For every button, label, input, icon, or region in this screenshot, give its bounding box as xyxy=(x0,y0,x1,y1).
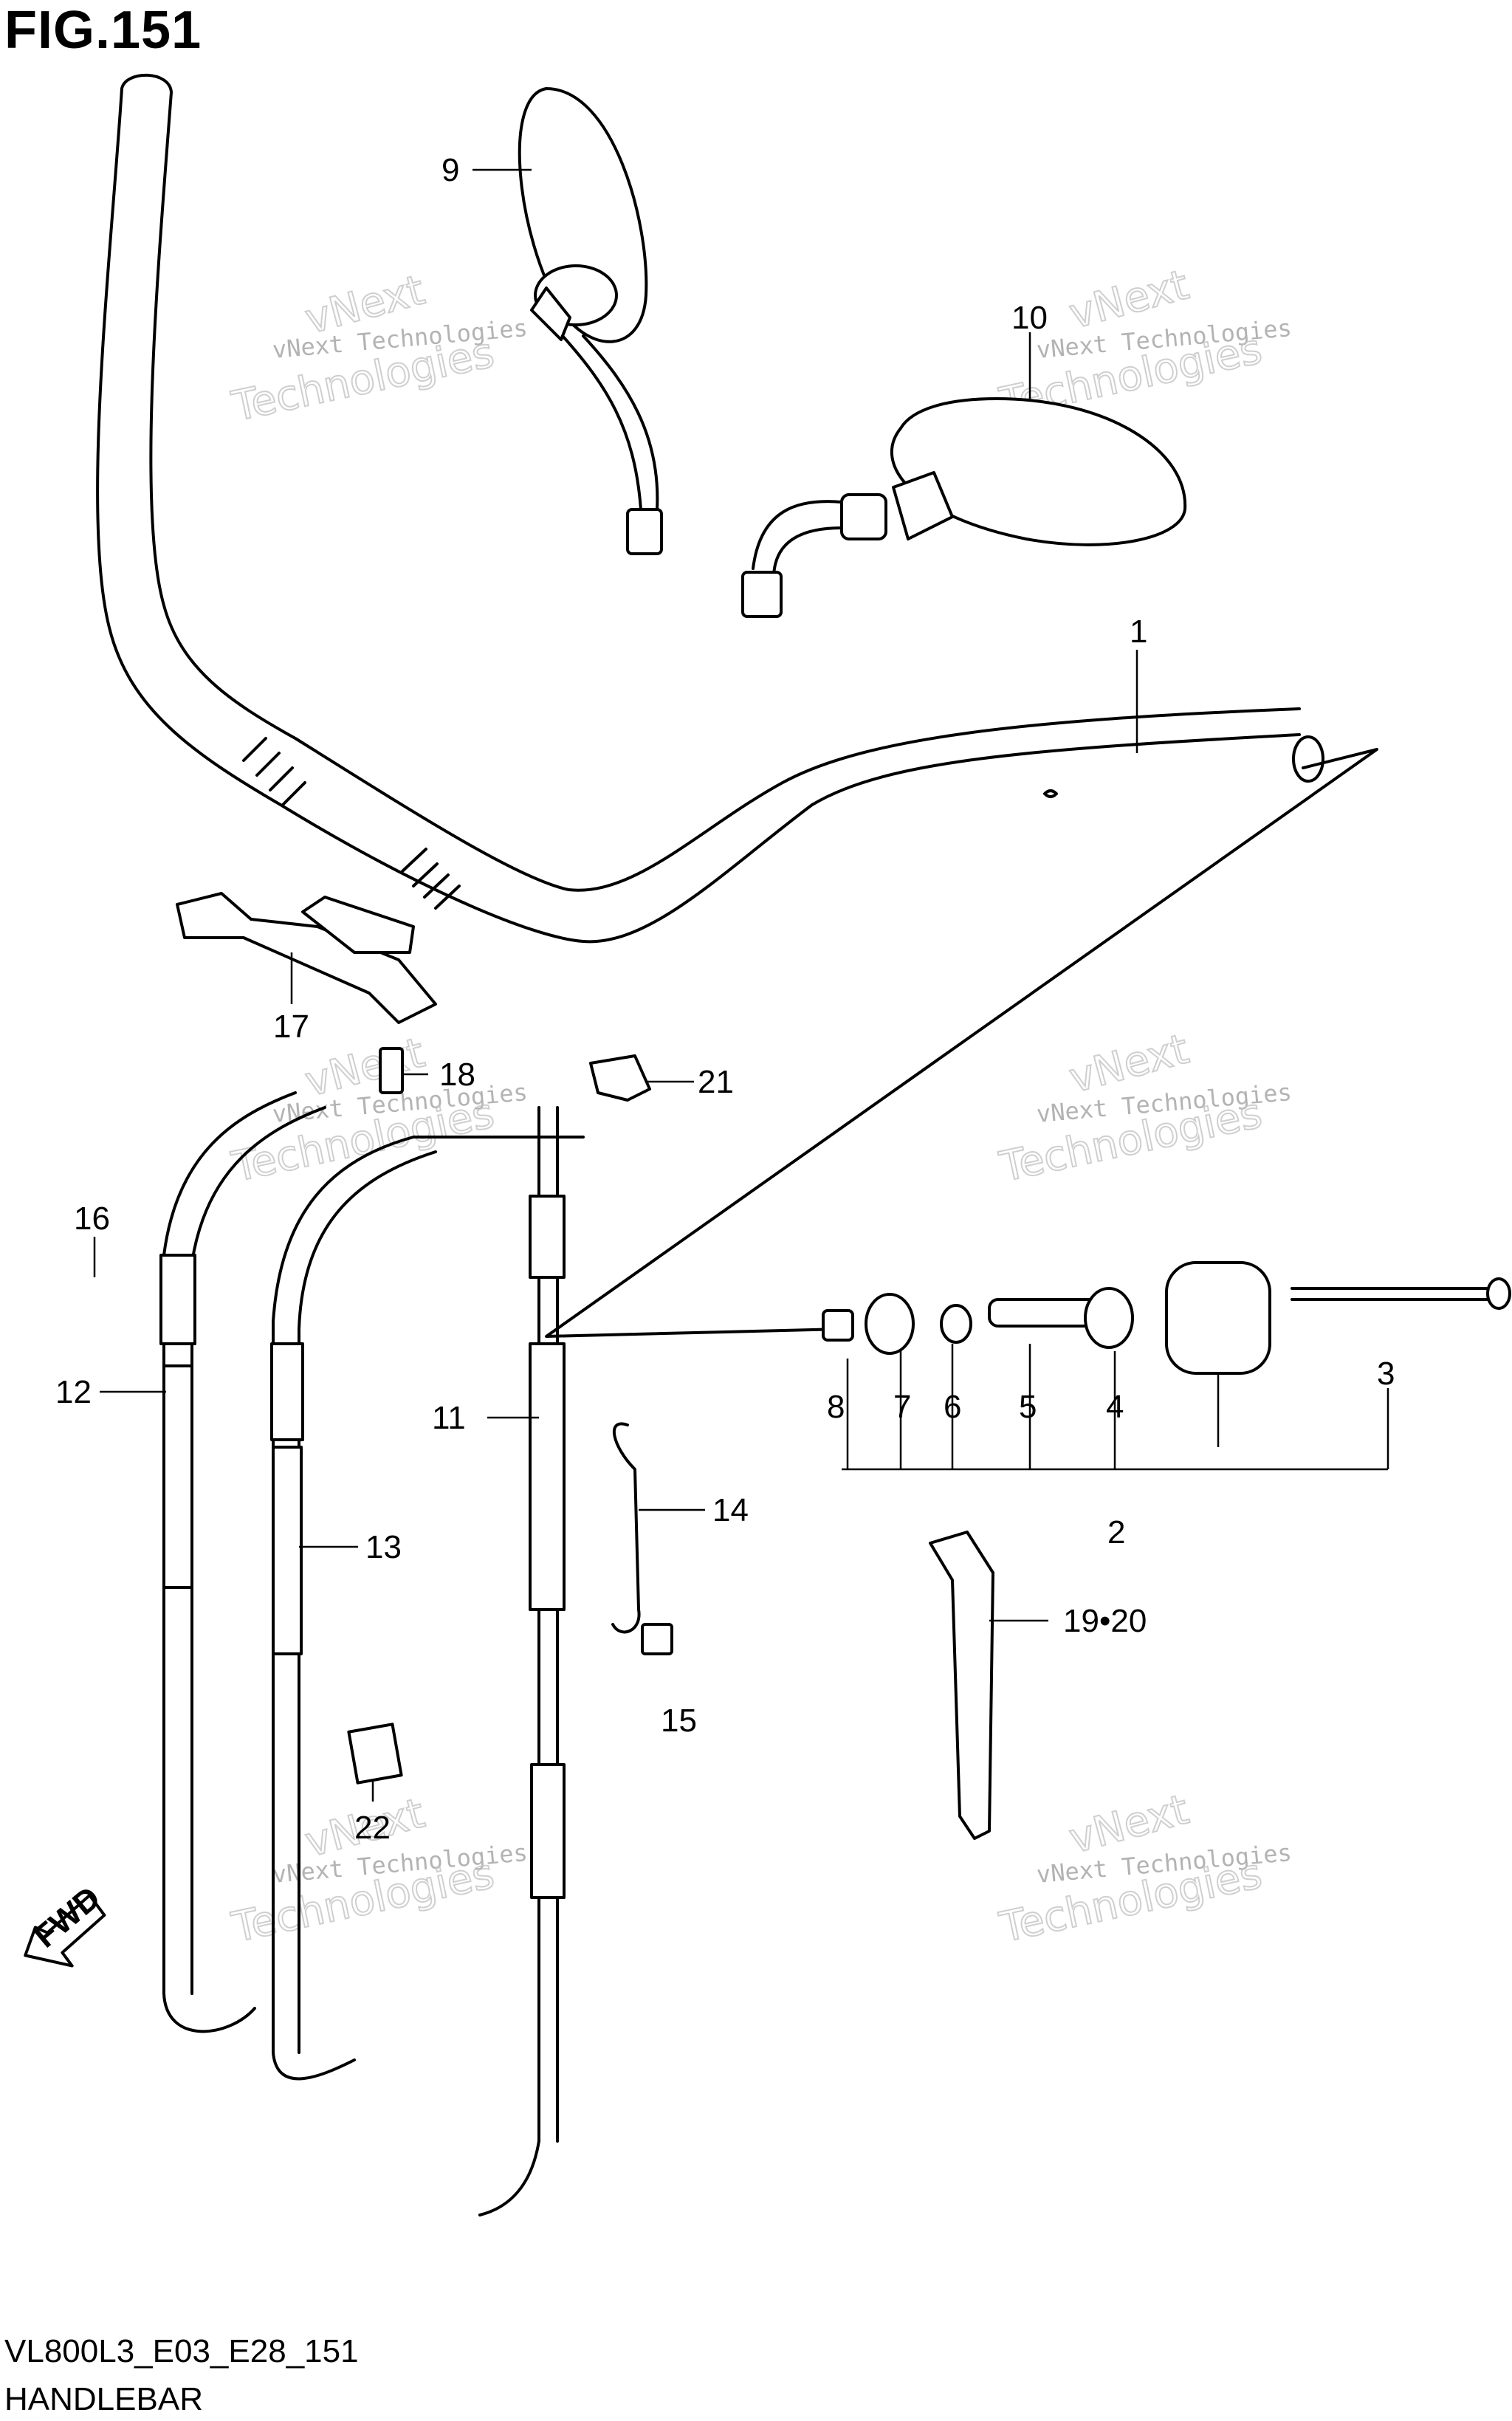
callout-5: 5 xyxy=(1019,1389,1037,1425)
callout-15: 15 xyxy=(661,1703,697,1739)
callout-12: 12 xyxy=(55,1374,92,1410)
callout-21: 21 xyxy=(698,1064,734,1100)
callout-13: 13 xyxy=(365,1529,402,1565)
cable-12 xyxy=(159,1091,326,2033)
callout-6: 6 xyxy=(944,1389,961,1425)
callout-labels: 1 2 3 4 5 6 7 8 9 10 11 12 13 14 15 16 1… xyxy=(55,152,1395,1846)
handlebar xyxy=(96,73,1324,944)
callout-16: 16 xyxy=(74,1201,110,1237)
callout-3: 3 xyxy=(1377,1356,1395,1392)
callout-14: 14 xyxy=(712,1492,749,1528)
callout-11: 11 xyxy=(432,1400,466,1436)
callout-10: 10 xyxy=(1011,300,1048,336)
bolt-18 xyxy=(379,1047,404,1094)
callout-19-20: 19•20 xyxy=(1063,1603,1147,1639)
callout-9: 9 xyxy=(441,152,459,188)
end-weight-assembly xyxy=(822,1261,1511,1469)
callout-4: 4 xyxy=(1106,1389,1124,1425)
callout-8: 8 xyxy=(827,1389,845,1425)
cable-tie-19-20 xyxy=(929,1531,994,1840)
callout-1: 1 xyxy=(1130,614,1147,650)
mirror-right xyxy=(741,397,1187,618)
mirror-left xyxy=(518,87,663,555)
leader-lines xyxy=(93,168,1389,1802)
callout-22: 22 xyxy=(354,1810,391,1846)
callout-17: 17 xyxy=(273,1009,309,1045)
fwd-arrow-icon: FWD xyxy=(24,1880,107,1968)
clip-14 xyxy=(611,1422,673,1655)
handlebar-bracket xyxy=(176,892,437,1024)
cable-13 xyxy=(270,1136,585,2081)
figure-title: FIG.151 xyxy=(4,1,202,60)
diagram-code: VL800L3_E03_E28_151 xyxy=(4,2333,359,2369)
clamp-21 xyxy=(589,1054,651,1102)
callout-18: 18 xyxy=(439,1057,475,1093)
callout-2: 2 xyxy=(1107,1514,1125,1551)
callout-7: 7 xyxy=(893,1389,911,1425)
label-22 xyxy=(347,1723,403,1785)
projection-lines xyxy=(545,748,1378,1338)
cable-11 xyxy=(478,1106,566,2216)
diagram-name: HANDLEBAR xyxy=(4,2381,203,2417)
